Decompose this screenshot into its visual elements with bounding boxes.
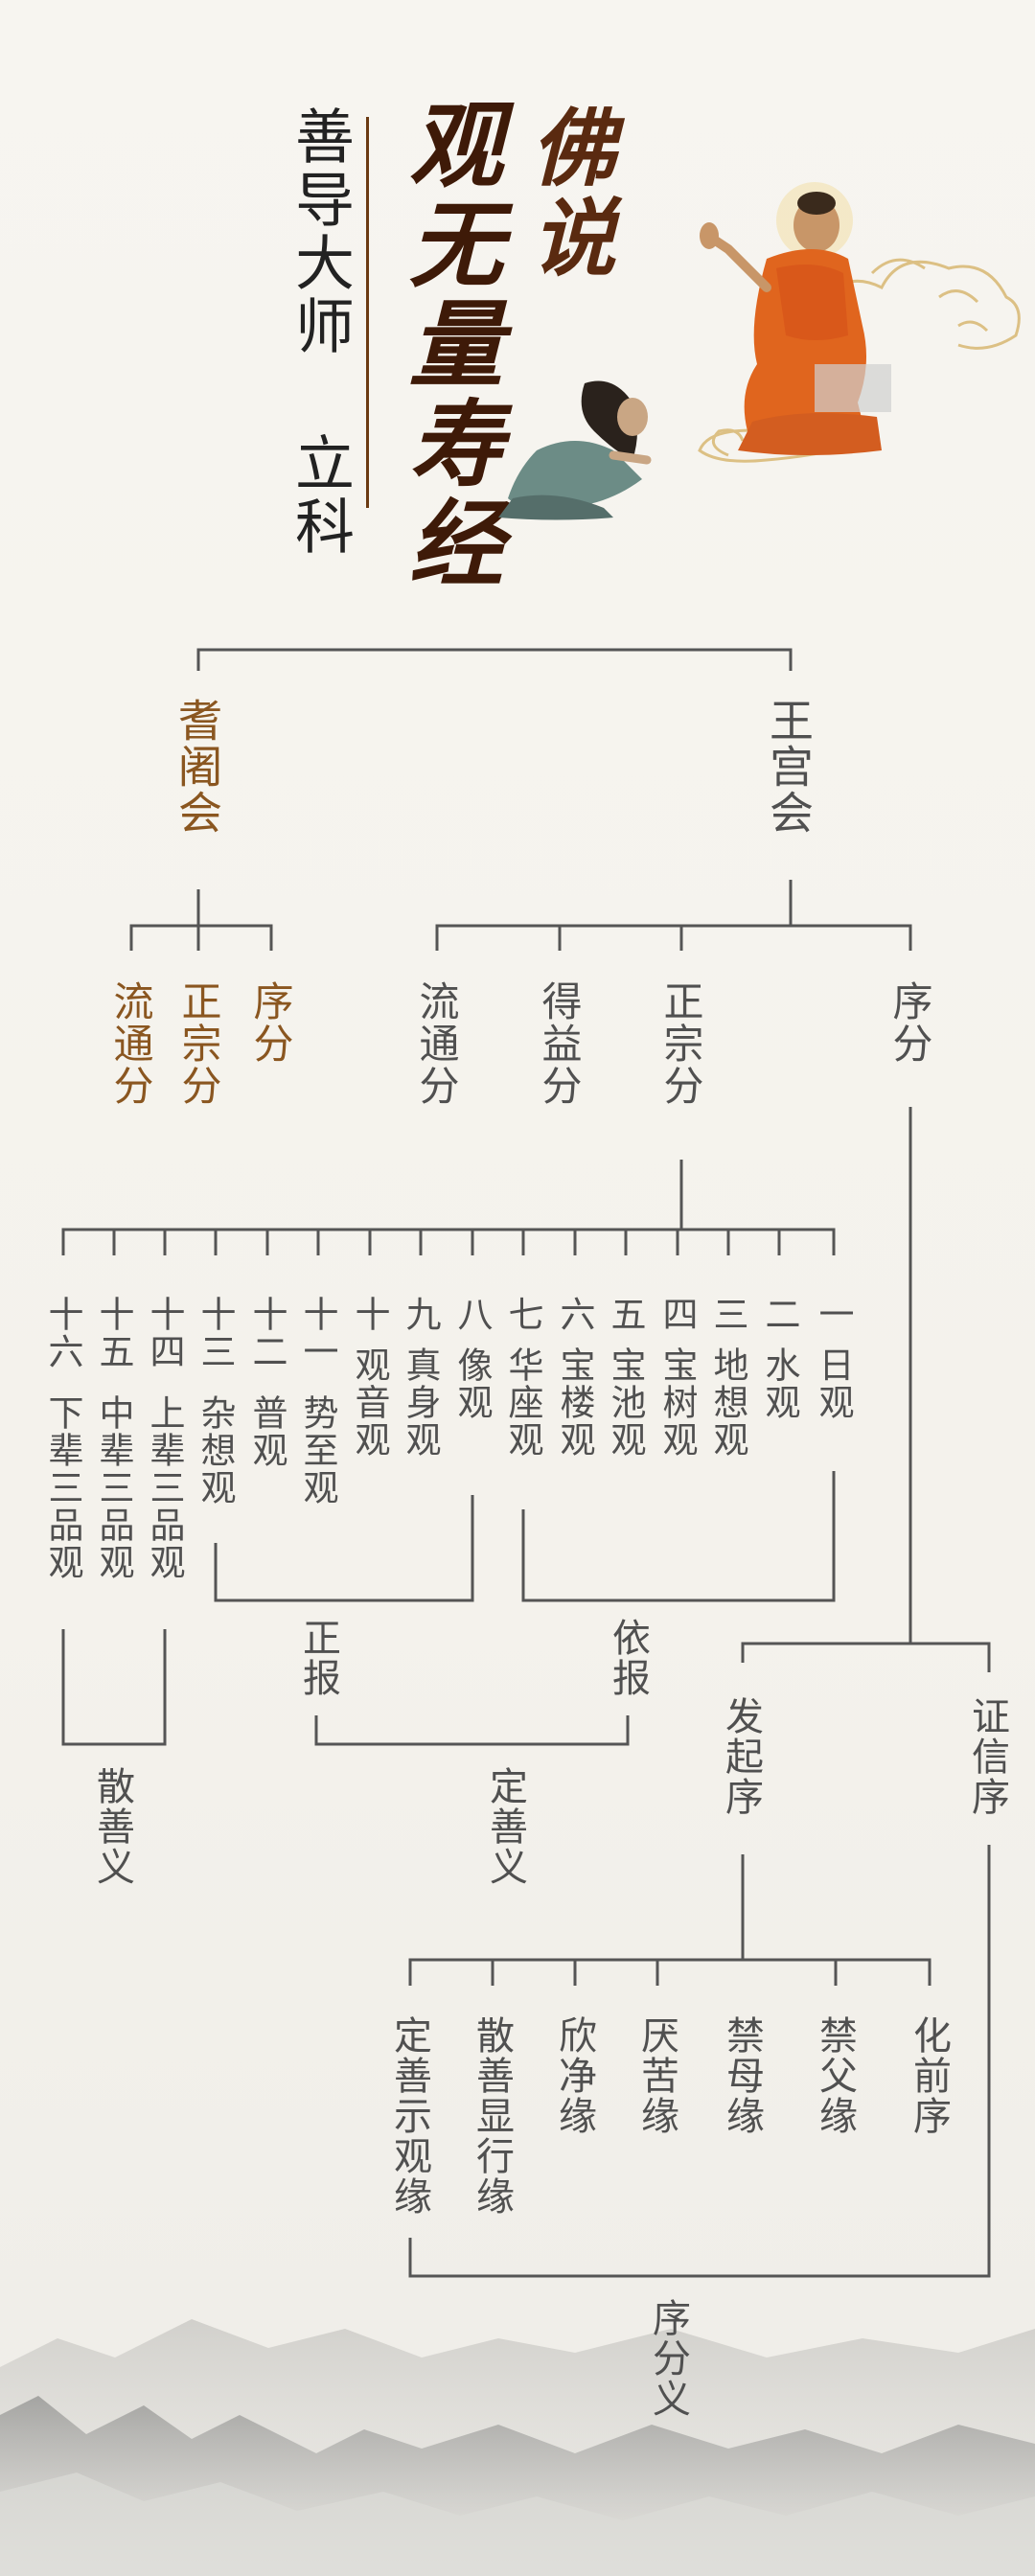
qj-liutongfen: 流通分 — [107, 980, 154, 1107]
wg-xufen: 序分 — [886, 980, 933, 1065]
contemplation-num: 五 — [605, 1296, 646, 1333]
contemplation-num: 九 — [400, 1296, 441, 1333]
contemplation-num: 十二 — [246, 1296, 288, 1370]
contemplation-name: 势至观 — [297, 1394, 338, 1506]
wg-deyifen: 得益分 — [536, 980, 583, 1107]
label-xufenyi: 序分义 — [646, 2298, 690, 2419]
contemplation-num: 七 — [502, 1296, 543, 1333]
wg-zhengzongfen: 正宗分 — [657, 980, 704, 1107]
contemplation-num: 十四 — [144, 1296, 185, 1370]
label-yibao: 依报 — [606, 1618, 650, 1698]
contemplation-name: 观音观 — [349, 1346, 390, 1459]
contemplation-name: 宝池观 — [605, 1346, 646, 1459]
condition-item: 散善显行缘 — [470, 2015, 514, 2217]
condition-item: 欣净缘 — [552, 2015, 596, 2136]
contemplation-name: 中辈三品观 — [93, 1394, 134, 1581]
branch-wanggong: 王宫会 — [763, 698, 815, 836]
contemplation-num: 十 — [349, 1296, 390, 1333]
contemplation-num: 三 — [707, 1296, 748, 1333]
author: 善导大师 立科 — [285, 105, 355, 559]
contemplation-num: 八 — [451, 1296, 493, 1333]
condition-item: 禁父缘 — [813, 2015, 857, 2136]
label-dingshanyi: 定善义 — [483, 1766, 527, 1887]
contemplation-name: 像观 — [451, 1346, 493, 1421]
wg-liutongfen: 流通分 — [413, 980, 460, 1107]
label-faqixu: 发起序 — [719, 1696, 763, 1817]
contemplation-num: 十五 — [93, 1296, 134, 1370]
condition-item: 厌苦缘 — [634, 2015, 678, 2136]
contemplation-name: 真身观 — [400, 1346, 441, 1459]
qj-xufen: 序分 — [247, 980, 294, 1065]
qj-zhengzongfen: 正宗分 — [175, 980, 222, 1107]
contemplation-num: 六 — [554, 1296, 595, 1333]
title-divider — [366, 117, 369, 508]
contemplation-name: 日观 — [813, 1346, 854, 1421]
contemplation-num: 一 — [813, 1296, 854, 1333]
condition-item: 化前序 — [907, 2015, 951, 2136]
contemplation-name: 下辈三品观 — [42, 1394, 83, 1581]
label-zhengxinxu: 证信序 — [965, 1696, 1009, 1817]
contemplation-name: 水观 — [759, 1346, 800, 1421]
contemplation-name: 上辈三品观 — [144, 1394, 185, 1581]
contemplation-num: 十六 — [42, 1296, 83, 1370]
label-zhengbao: 正报 — [296, 1618, 340, 1698]
condition-item: 定善示观缘 — [387, 2015, 431, 2217]
buddha-illustration — [698, 182, 1021, 463]
condition-item: 禁母缘 — [720, 2015, 764, 2136]
contemplation-num: 十一 — [297, 1296, 338, 1370]
contemplation-num: 四 — [656, 1296, 698, 1333]
contemplation-name: 华座观 — [502, 1346, 543, 1459]
contemplation-name: 宝楼观 — [554, 1346, 595, 1459]
contemplation-name: 普观 — [246, 1394, 288, 1469]
label-sanshanyi: 散善义 — [90, 1766, 134, 1887]
title-line2: 观无量寿经 — [393, 96, 503, 594]
contemplation-num: 十三 — [195, 1296, 236, 1370]
vaidehi-illustration — [498, 380, 652, 520]
branch-qijueshan: 耆阇会 — [172, 698, 223, 836]
contemplation-name: 地想观 — [707, 1346, 748, 1459]
contemplation-name: 宝树观 — [656, 1346, 698, 1459]
contemplation-name: 杂想观 — [195, 1394, 236, 1506]
contemplation-num: 二 — [759, 1296, 800, 1333]
title-line1: 佛说 — [518, 104, 617, 284]
